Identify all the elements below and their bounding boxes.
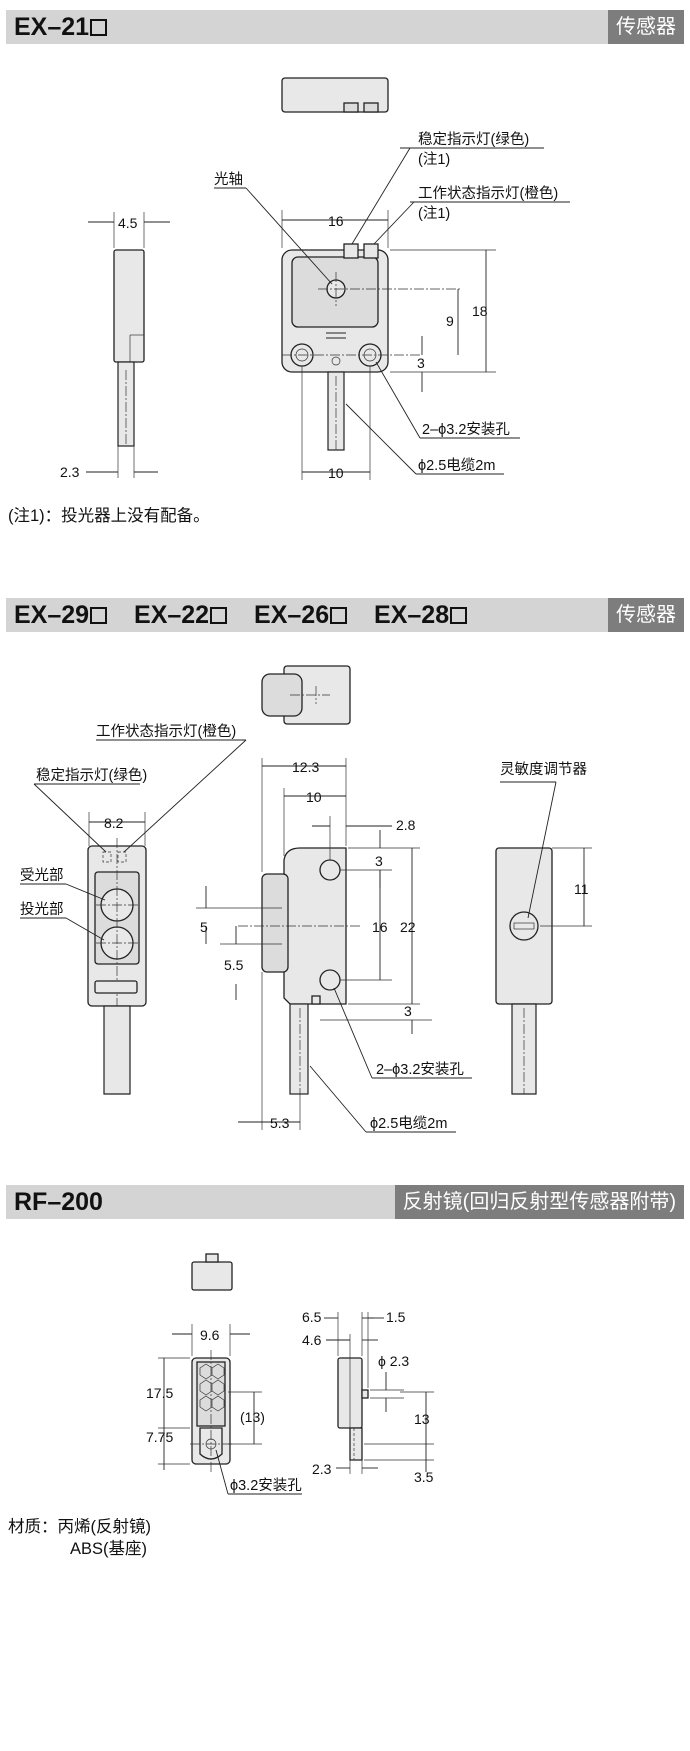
- dim-3-lower: 3: [404, 1003, 412, 1019]
- label-cable: ϕ2.5电缆2m: [418, 457, 495, 474]
- label-note1-b: (注1): [418, 205, 450, 222]
- label-note1: (注1): [418, 151, 450, 168]
- top-view-body: [281, 77, 389, 113]
- left-view-slot: [94, 980, 138, 994]
- dim-2.3: 2.3: [312, 1461, 332, 1477]
- variant-box-icon: [90, 19, 108, 36]
- dim-8.2: 8.2: [104, 815, 124, 831]
- dim-phi-2.3: ϕ 2.3: [378, 1353, 409, 1369]
- label-cable: ϕ2.5电缆2m: [370, 1115, 447, 1132]
- section-header-ex21: EX–21 传感器: [6, 10, 684, 44]
- variant-box-icon: [210, 607, 228, 624]
- label-mount-hole: 2–ϕ3.2安装孔: [376, 1061, 464, 1078]
- variant-box-icon: [330, 607, 348, 624]
- dim-10: 10: [306, 789, 322, 805]
- ex29-drawing: 8.2 工作状态指示灯(橙色) 稳定指示灯(绿色) 受光部 投光部 12.3 1…: [20, 665, 592, 1133]
- sensitivity-adjuster: [509, 911, 539, 941]
- section-header-rf200: RF–200 反射镜(回归反射型传感器附带): [6, 1185, 684, 1219]
- dim-17.5: 17.5: [146, 1385, 173, 1401]
- dim-9.6: 9.6: [200, 1327, 220, 1343]
- operation-indicator-window: [363, 243, 379, 259]
- label-stable-indicator: 稳定指示灯(绿色): [36, 767, 147, 784]
- middle-view-cable: [289, 1003, 309, 1095]
- dim-9: 9: [446, 313, 454, 329]
- dim-13-ref: (13): [240, 1409, 265, 1425]
- category-tag: 传感器: [608, 598, 684, 632]
- material-line-2: ABS(基座): [70, 1540, 148, 1558]
- model-title: EX–21: [14, 12, 127, 42]
- dim-5.3: 5.3: [270, 1115, 290, 1131]
- dim-3.5: 3.5: [414, 1469, 434, 1485]
- dim-22: 22: [400, 919, 416, 935]
- top-view-body: [191, 1261, 233, 1291]
- dim-12.3: 12.3: [292, 759, 319, 775]
- material-note: 材质：丙烯(反射镜) ABS(基座): [8, 1516, 151, 1560]
- dim-3-upper: 3: [375, 853, 383, 869]
- label-sensitivity: 灵敏度调节器: [500, 761, 587, 778]
- model-title: EX–29 EX–22 EX–26 EX–28: [14, 600, 487, 630]
- stable-indicator-window: [343, 243, 359, 259]
- dim-5: 5: [200, 919, 208, 935]
- top-view-notch: [363, 102, 379, 113]
- top-view-tab: [205, 1253, 219, 1263]
- label-optical-axis: 光轴: [214, 171, 243, 188]
- dim-10: 10: [328, 465, 344, 481]
- variant-box-icon: [450, 607, 468, 624]
- dim-13: 13: [414, 1411, 430, 1427]
- dim-16: 16: [328, 213, 344, 229]
- category-tag: 反射镜(回归反射型传感器附带): [394, 1185, 684, 1219]
- dim-4.5: 4.5: [118, 215, 138, 231]
- dim-2.3: 2.3: [60, 464, 80, 480]
- model-title: RF–200: [14, 1188, 103, 1216]
- ex21-drawing: 4.5 2.3 16 18 9 3 10 稳定指示灯(绿色) (注1) 工作状态…: [60, 77, 570, 481]
- dim-6.5: 6.5: [302, 1309, 322, 1325]
- dim-4.6: 4.6: [302, 1332, 322, 1348]
- middle-view-lens: [261, 873, 289, 973]
- label-stable-indicator: 稳定指示灯(绿色): [418, 131, 529, 148]
- left-view-cable: [103, 1005, 131, 1095]
- label-operation-indicator: 工作状态指示灯(橙色): [96, 723, 236, 740]
- label-mount-hole: 2–ϕ3.2安装孔: [422, 421, 510, 438]
- top-view-notch: [343, 102, 359, 113]
- dim-7.75: 7.75: [146, 1429, 173, 1445]
- label-operation-indicator: 工作状态指示灯(橙色): [418, 185, 558, 202]
- label-emitter: 投光部: [20, 901, 64, 918]
- label-mount-hole: ϕ3.2安装孔: [230, 1477, 302, 1494]
- dim-2.8: 2.8: [396, 817, 416, 833]
- dim-5.5: 5.5: [224, 957, 244, 973]
- dim-3: 3: [417, 355, 425, 371]
- label-receiver: 受光部: [20, 867, 64, 884]
- section-header-ex29: EX–29 EX–22 EX–26 EX–28 传感器: [6, 598, 684, 632]
- material-line-1: 材质：丙烯(反射镜): [8, 1518, 151, 1536]
- dim-16: 16: [372, 919, 388, 935]
- variant-box-icon: [90, 607, 108, 624]
- dim-1.5: 1.5: [386, 1309, 406, 1325]
- dim-18: 18: [472, 303, 488, 319]
- category-tag: 传感器: [608, 10, 684, 44]
- footnote: (注1)：投光器上没有配备。: [8, 507, 210, 525]
- dim-11: 11: [574, 881, 589, 897]
